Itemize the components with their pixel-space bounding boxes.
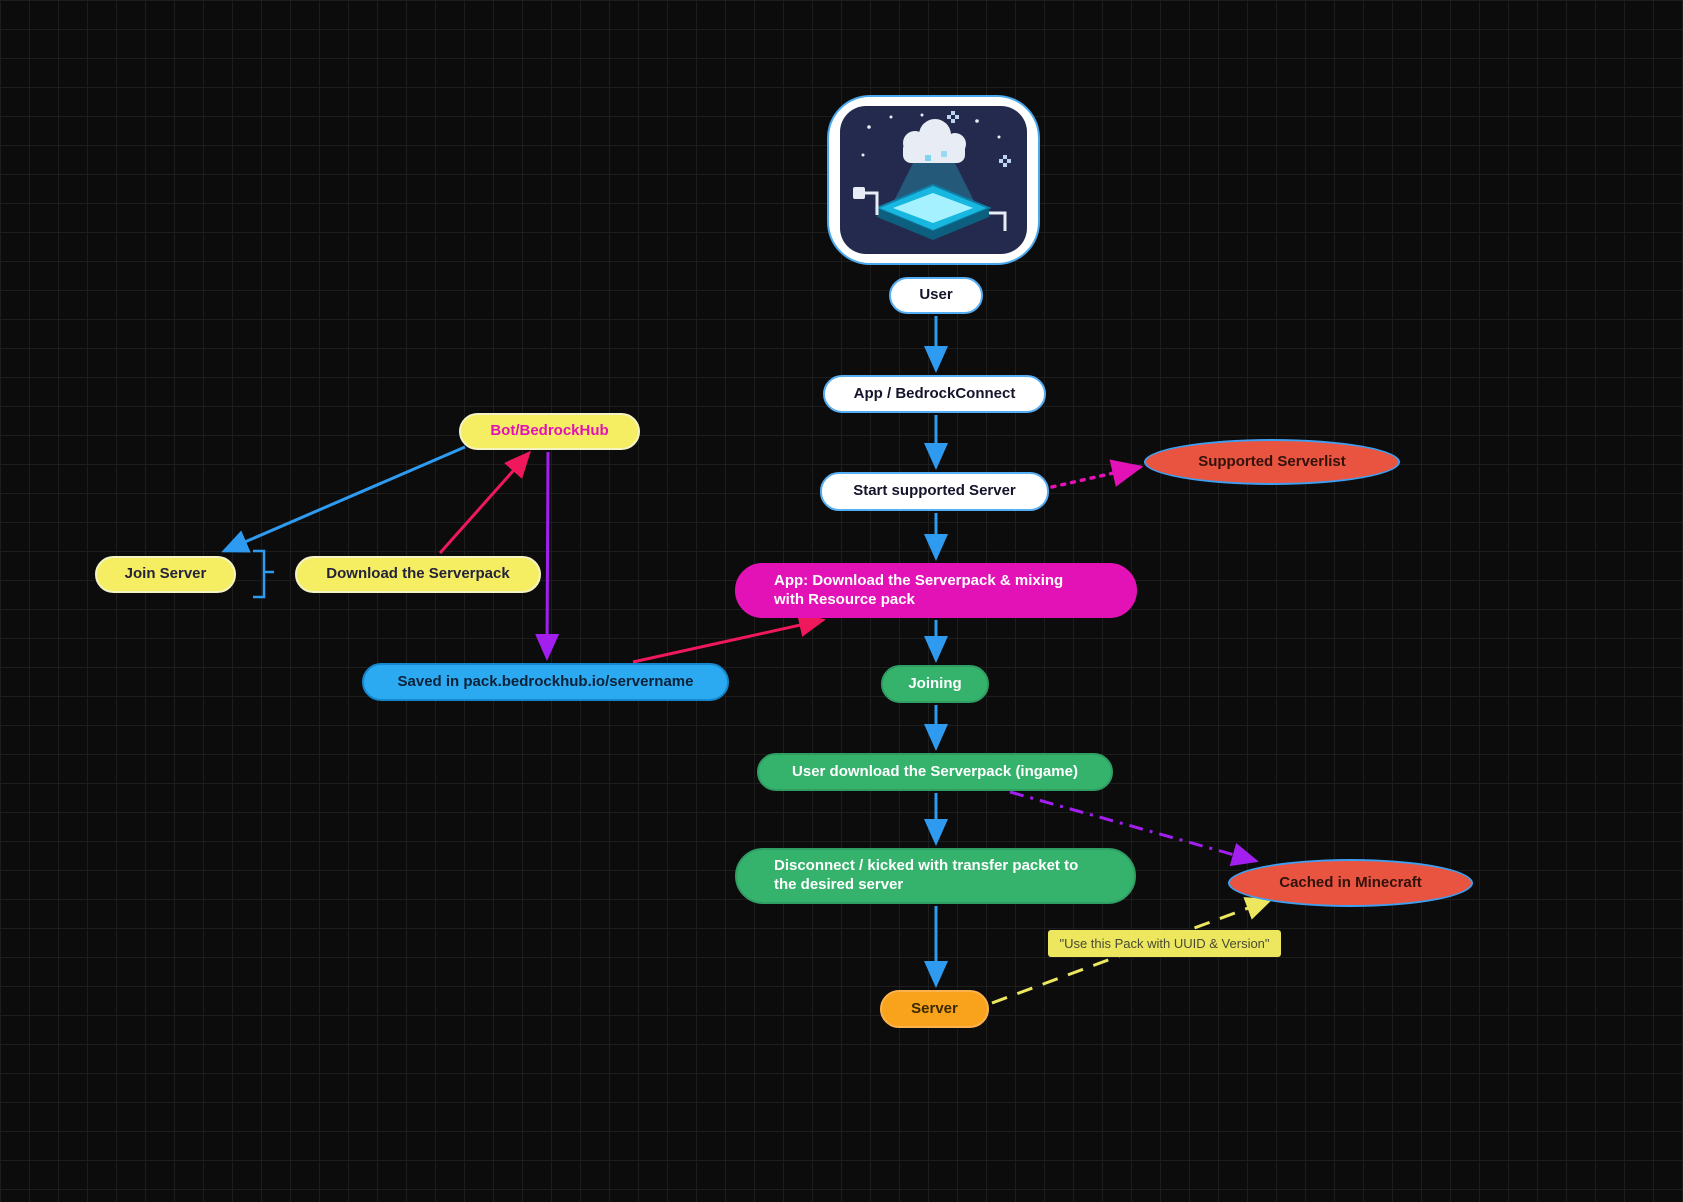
edge-bot-to-saved[interactable]: [535, 451, 560, 661]
edge-label-use-pack[interactable]: "Use this Pack with UUID & Version": [1048, 930, 1281, 957]
bedrockhub-app-icon[interactable]: [827, 95, 1040, 265]
edge-label-use-pack-text: "Use this Pack with UUID & Version": [1059, 936, 1270, 951]
node-saved-label: Saved in pack.bedrockhub.io/servername: [397, 672, 694, 690]
node-start-label: Start supported Server: [853, 482, 1016, 500]
node-bot-bedrockhub[interactable]: Bot/BedrockHub: [459, 413, 640, 450]
node-disconnect-transfer[interactable]: Disconnect / kicked with transfer packet…: [735, 848, 1136, 904]
node-saved-pack-url[interactable]: Saved in pack.bedrockhub.io/servername: [362, 663, 729, 701]
edge-saved-to-mix[interactable]: [632, 613, 826, 664]
node-user-download-serverpack[interactable]: User download the Serverpack (ingame): [757, 753, 1113, 791]
edge-download-to-bot[interactable]: [438, 450, 531, 554]
edge-userdl-to-cached[interactable]: [1009, 790, 1259, 867]
stars-icon: [861, 111, 1011, 167]
node-app-label: App / BedrockConnect: [853, 384, 1016, 402]
node-dl-label: Download the Serverpack: [326, 565, 510, 583]
node-server-label: Server: [911, 999, 958, 1017]
edge-bot-to-joinserver[interactable]: [221, 445, 466, 553]
node-serverlist-label: Supported Serverlist: [1198, 452, 1346, 470]
node-userdl-label: User download the Serverpack (ingame): [792, 762, 1078, 780]
node-join-label: Join Server: [124, 565, 207, 583]
node-start-supported-server[interactable]: Start supported Server: [820, 472, 1049, 511]
node-bot-label: Bot/BedrockHub: [490, 422, 609, 440]
node-join-server[interactable]: Join Server: [95, 556, 236, 593]
node-cached-label: Cached in Minecraft: [1279, 873, 1422, 891]
wire-right: [989, 211, 1007, 231]
node-joining[interactable]: Joining: [881, 665, 989, 703]
plug-icon: [853, 187, 879, 215]
node-server[interactable]: Server: [880, 990, 989, 1028]
node-user-label: User: [919, 286, 953, 304]
node-mix-label: App: Download the Serverpack & mixing wi…: [774, 571, 1064, 608]
bracket-join-download[interactable]: [253, 549, 274, 599]
node-supported-serverlist[interactable]: Supported Serverlist: [1144, 439, 1400, 485]
node-download-serverpack[interactable]: Download the Serverpack: [295, 556, 541, 593]
node-app-download-mix[interactable]: App: Download the Serverpack & mixing wi…: [735, 563, 1137, 618]
node-app-bedrockconnect[interactable]: App / BedrockConnect: [823, 375, 1046, 413]
node-cached-in-minecraft[interactable]: Cached in Minecraft: [1228, 859, 1473, 907]
edge-start-to-serverlist[interactable]: [1050, 459, 1144, 489]
node-joining-label: Joining: [908, 674, 962, 692]
node-user[interactable]: User: [889, 277, 983, 314]
chip-platform-icon: [874, 183, 992, 240]
cloud-icon: [903, 119, 966, 163]
node-disc-label: Disconnect / kicked with transfer packet…: [774, 857, 1079, 893]
